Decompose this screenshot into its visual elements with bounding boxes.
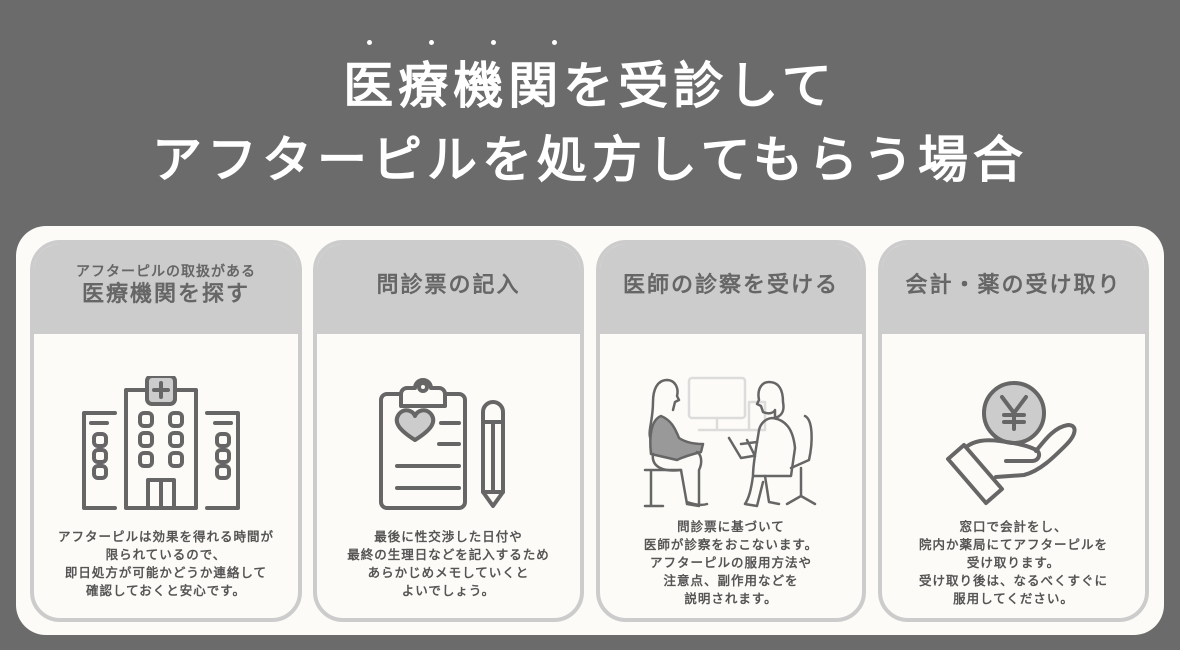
card-header: 医師の診察を受ける [600, 244, 862, 334]
card-title: 医師の診察を受ける [622, 273, 839, 298]
doctor-consultation-icon [600, 352, 862, 532]
step-card-questionnaire: 問診票の記入 最後に性交渉した日付や 最終の生理日などを記入するため あらかじめ… [313, 240, 584, 622]
step-card-payment: 会計・薬の受け取り 窓口で会計をし、 院内か薬局にてアフターピルを 受け取ります… [878, 240, 1149, 622]
emphasis-dots [343, 40, 603, 50]
card-description: 窓口で会計をし、 院内か薬局にてアフターピルを 受け取ります。 受け取り後は、な… [918, 519, 1108, 606]
step-card-find-clinic: アフターピルの取扱がある 医療機関を探す アフターピルは効果を得れる時間が 限ら… [30, 240, 302, 622]
page-title: 医療機関を受診して アフターピルを処方してもらう場合 [0, 36, 1180, 190]
card-title: 問診票の記入 [376, 273, 521, 298]
card-description: 問診票に基づいて 医師が診察をおこないます。 アフターピルの服用方法や 注意点、… [643, 519, 819, 606]
title-line-1: 医療機関を受診して [343, 40, 837, 116]
clipboard-pencil-icon [317, 354, 580, 534]
card-title: 医療機関を探す [81, 282, 250, 307]
card-description: アフターピルは効果を得れる時間が 限られているので、 即日処方が可能かどうか連絡… [57, 529, 274, 598]
card-header: アフターピルの取扱がある 医療機関を探す [34, 244, 298, 334]
card-header: 問診票の記入 [317, 244, 580, 334]
hospital-icon [34, 356, 298, 536]
step-card-consultation: 医師の診察を受ける [596, 240, 866, 622]
title-line-2: アフターピルを処方してもらう場合 [152, 131, 1028, 189]
card-subtitle: アフターピルの取扱がある [76, 264, 256, 280]
card-title: 会計・薬の受け取り [905, 273, 1122, 298]
steps-panel: アフターピルの取扱がある 医療機関を探す アフターピルは効果を得れる時間が 限ら… [16, 226, 1164, 635]
card-description: 最後に性交渉した日付や 最終の生理日などを記入するため あらかじめメモしていくと… [347, 529, 550, 598]
card-header: 会計・薬の受け取り [882, 244, 1145, 334]
yen-coin-hand-icon [882, 356, 1145, 536]
